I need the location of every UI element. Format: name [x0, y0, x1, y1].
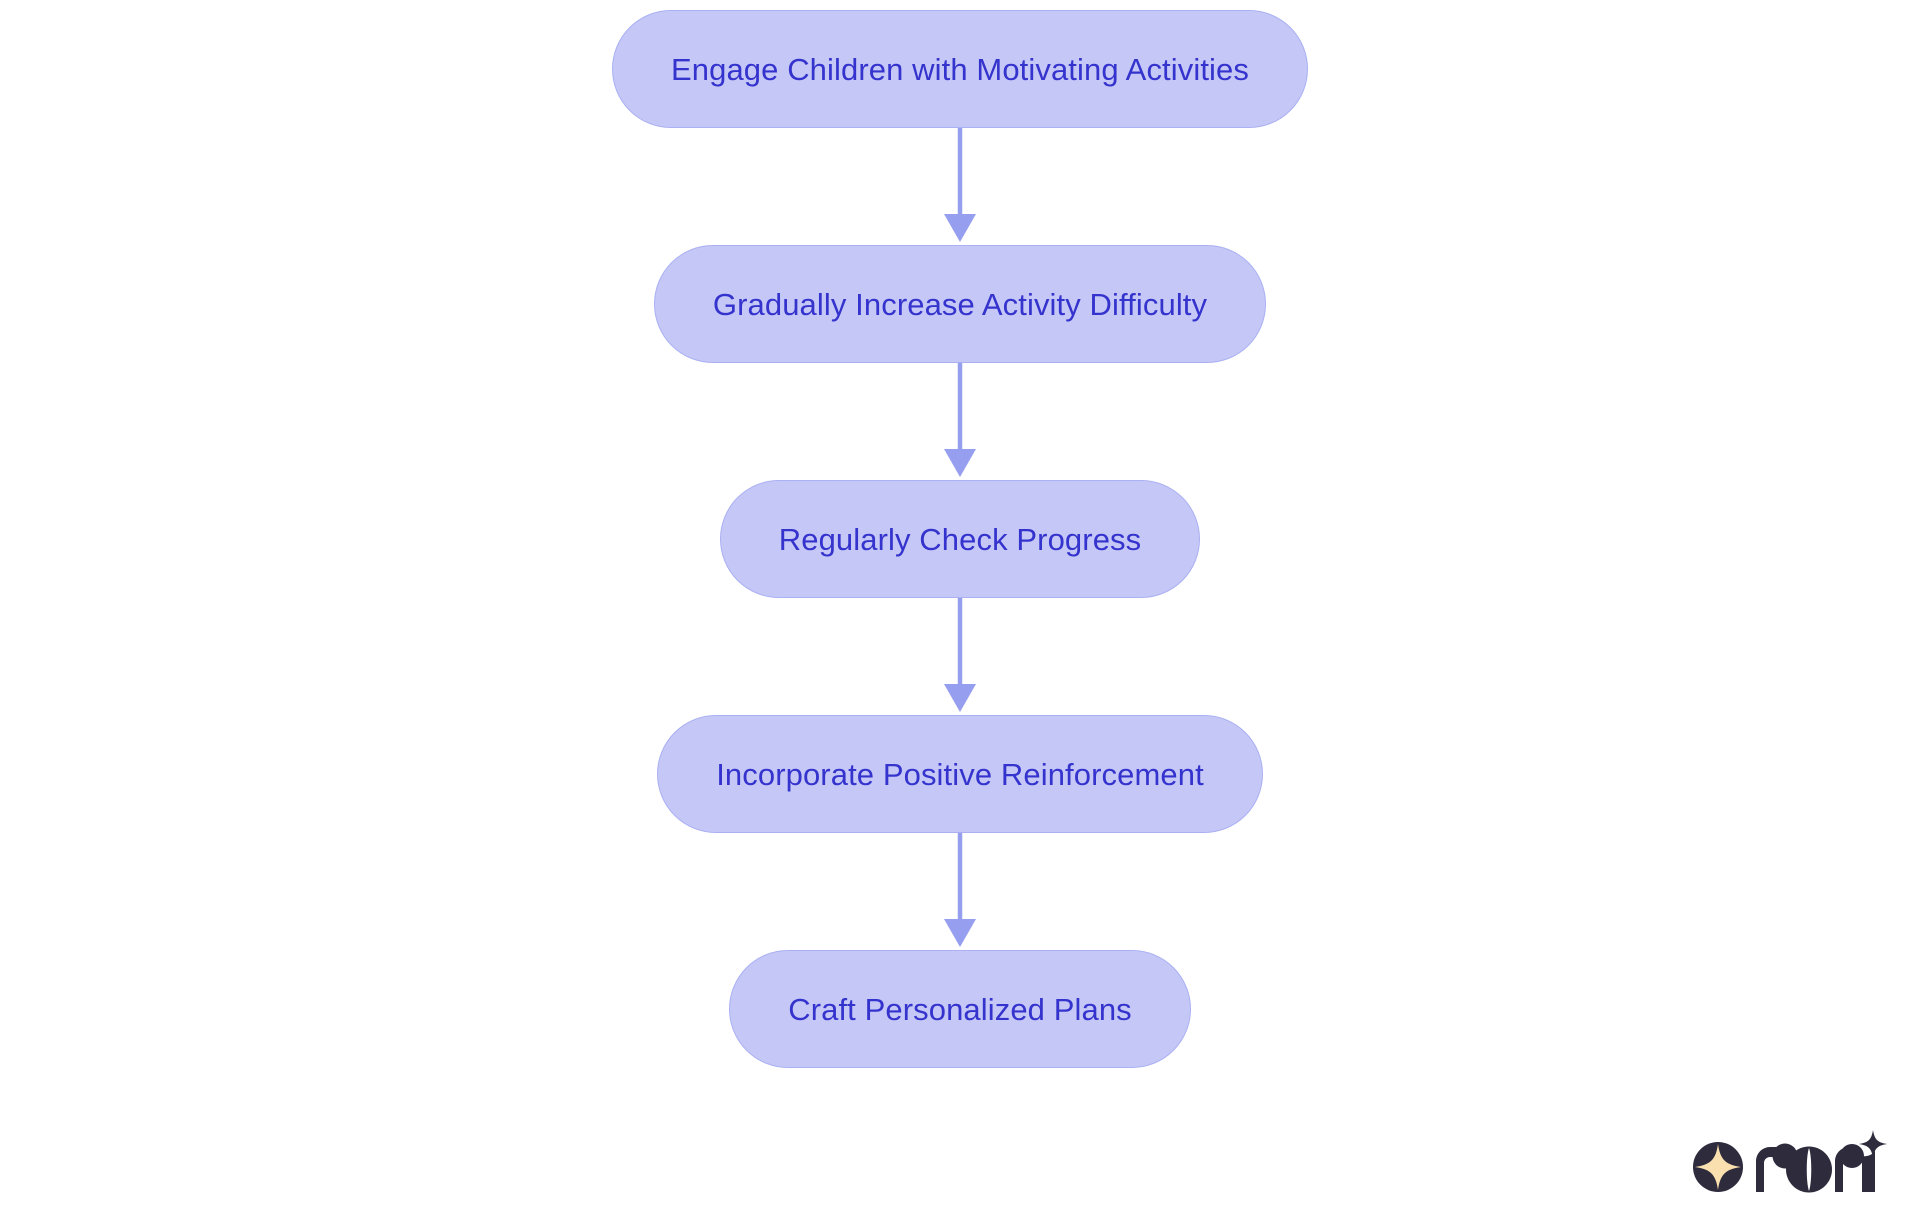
brand-logo: [1693, 1130, 1887, 1193]
flow-node-4-label: Incorporate Positive Reinforcement: [716, 756, 1204, 792]
flow-node-5[interactable]: Craft Personalized Plans: [729, 950, 1191, 1068]
flow-node-1[interactable]: Engage Children with Motivating Activiti…: [612, 10, 1308, 128]
flow-node-3[interactable]: Regularly Check Progress: [719, 480, 1201, 598]
flow-node-3-label: Regularly Check Progress: [778, 521, 1142, 557]
flow-node-2[interactable]: Gradually Increase Activity Difficulty: [653, 245, 1267, 363]
flow-connector-2-3: [944, 363, 976, 477]
flow-node-4[interactable]: Incorporate Positive Reinforcement: [657, 715, 1263, 833]
logo-wordmark-rori: [1756, 1143, 1875, 1193]
flow-node-5-label: Craft Personalized Plans: [788, 991, 1132, 1027]
flow-node-1-label: Engage Children with Motivating Activiti…: [671, 51, 1249, 87]
sparkle-star-circle-icon: [1693, 1142, 1743, 1192]
sparkle-accent-icon: [1859, 1130, 1887, 1158]
flow-connector-3-4: [944, 598, 976, 712]
flow-connector-1-2: [944, 128, 976, 242]
flow-connector-4-5: [944, 833, 976, 947]
flow-node-2-label: Gradually Increase Activity Difficulty: [712, 286, 1208, 322]
flowchart-node-column: Engage Children with Motivating Activiti…: [0, 10, 1920, 1068]
